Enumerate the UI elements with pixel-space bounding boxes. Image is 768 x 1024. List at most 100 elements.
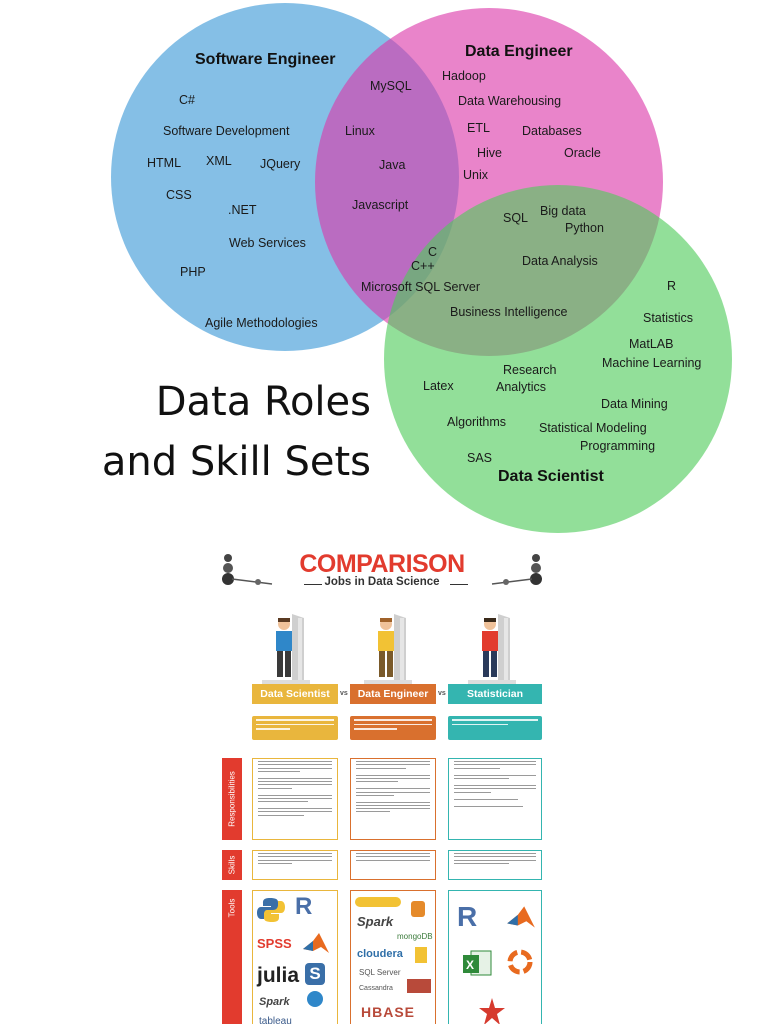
skill-label: C++ xyxy=(411,259,435,273)
data-scientist-person-icon xyxy=(262,614,310,684)
vs-label: vs xyxy=(340,690,348,697)
data-engineer-person-icon xyxy=(364,614,412,684)
skill-label: Hadoop xyxy=(442,69,486,83)
data-scientist-circle xyxy=(384,185,732,533)
blue-circle-logo-icon xyxy=(307,991,323,1007)
skill-label: SQL xyxy=(503,211,528,225)
r-logo: R xyxy=(295,893,313,920)
skill-label: Business Intelligence xyxy=(450,305,567,319)
skill-label: Data Analysis xyxy=(522,254,598,268)
skills-data-engineer xyxy=(350,850,436,880)
role-banner-data-scientist: Data Scientist xyxy=(252,684,338,704)
skill-label: Java xyxy=(379,158,405,172)
role-banner-statistician: Statistician xyxy=(448,684,542,704)
skill-label: Latex xyxy=(423,379,454,393)
skill-label: Statistical Modeling xyxy=(539,421,647,435)
r-logo: R xyxy=(457,901,478,932)
skill-label: Databases xyxy=(522,124,582,138)
julia-logo: julia xyxy=(257,964,300,987)
skills-statistician xyxy=(448,850,542,880)
s-logo-icon: S xyxy=(305,963,325,985)
page-title-line-2: and Skill Sets xyxy=(101,439,371,485)
tableau-logo: tableau xyxy=(259,1016,292,1024)
skill-label: Algorithms xyxy=(447,415,506,429)
skill-label: Python xyxy=(565,221,604,235)
spark-logo: Spark xyxy=(357,914,394,929)
skill-label: Research xyxy=(503,363,557,377)
data-engineer-title: Data Engineer xyxy=(465,43,573,60)
star-logo-icon xyxy=(479,998,505,1024)
skill-label: Data Mining xyxy=(601,397,668,411)
venn-diagram: Software Engineer Data Engineer Data Sci… xyxy=(111,3,732,533)
description-box xyxy=(350,716,436,740)
divider xyxy=(450,584,468,585)
responsibilities-statistician xyxy=(448,758,542,840)
tools-data-scientist: R SPSS julia S Spark tableau xyxy=(252,890,338,1024)
skills-data-scientist xyxy=(252,850,338,880)
skill-label: Agile Methodologies xyxy=(205,316,318,330)
skill-label: CSS xyxy=(166,188,192,202)
skill-label: PHP xyxy=(180,265,206,279)
python-logo-icon xyxy=(257,898,285,922)
skill-label: .NET xyxy=(228,203,257,217)
skill-label: Javascript xyxy=(352,198,409,212)
hbase-logo: HBASE xyxy=(361,1004,416,1020)
skill-label: Machine Learning xyxy=(602,356,701,370)
comparison-infographic: COMPARISON Jobs in Data Science xyxy=(212,546,552,1024)
skill-label: XML xyxy=(206,154,232,168)
description-box xyxy=(448,716,542,740)
skill-label: Statistics xyxy=(643,311,693,325)
skill-label: Microsoft SQL Server xyxy=(361,280,480,294)
skill-label: Analytics xyxy=(496,380,546,394)
skill-label: MatLAB xyxy=(629,337,673,351)
skill-label: SAS xyxy=(467,451,492,465)
skill-label: ETL xyxy=(467,121,490,135)
skill-label: Unix xyxy=(463,168,489,182)
dumbbell-right-icon xyxy=(491,554,542,585)
skill-label: Programming xyxy=(580,439,655,453)
role-banner-data-engineer: Data Engineer xyxy=(350,684,436,704)
skill-label: C xyxy=(428,245,437,259)
matlab-logo-icon xyxy=(303,933,329,953)
skill-label: JQuery xyxy=(260,157,301,171)
mongodb-logo: mongoDB xyxy=(397,932,433,941)
section-label-responsibilities: Responsibilities xyxy=(222,758,242,840)
skill-label: Web Services xyxy=(229,236,306,250)
cloudera-logo: cloudera xyxy=(357,948,403,960)
skill-label: Hive xyxy=(477,146,502,160)
orange-logo-icon xyxy=(411,901,425,917)
spark-logo: Spark xyxy=(259,996,290,1008)
svg-text:X: X xyxy=(466,958,474,972)
skill-label: HTML xyxy=(147,156,181,170)
skill-label: Big data xyxy=(540,204,586,218)
section-label-skills: Skills xyxy=(222,850,242,880)
skill-label: R xyxy=(667,279,676,293)
statistician-person-icon xyxy=(468,614,516,684)
html5-logo-icon xyxy=(415,947,427,963)
software-engineer-title: Software Engineer xyxy=(195,51,335,68)
sql-server-logo: SQL Server xyxy=(359,968,401,977)
responsibilities-data-engineer xyxy=(350,758,436,840)
matlab-logo-icon xyxy=(507,906,535,928)
skill-label: MySQL xyxy=(370,79,412,93)
page-title-line-1: Data Roles xyxy=(155,379,371,425)
cycle-logo-icon xyxy=(507,949,533,975)
skill-label: Software Development xyxy=(163,124,290,138)
tools-data-engineer: Spark mongoDB cloudera SQL Server Cassan… xyxy=(350,890,436,1024)
description-box xyxy=(252,716,338,740)
skill-label: Oracle xyxy=(564,146,601,160)
dumbbell-left-icon xyxy=(222,554,273,585)
cassandra-logo: Cassandra xyxy=(359,985,393,992)
infographic-title: COMPARISON xyxy=(299,550,465,578)
spss-logo: SPSS xyxy=(257,936,292,951)
excel-logo-icon: X xyxy=(463,950,492,976)
vs-label: vs xyxy=(438,690,446,697)
hadoop-logo-icon xyxy=(355,897,401,907)
data-scientist-title: Data Scientist xyxy=(498,468,604,485)
skill-label: C# xyxy=(179,93,195,107)
red-logo-icon xyxy=(407,979,431,993)
infographic-subtitle: Jobs in Data Science xyxy=(324,576,440,588)
responsibilities-data-scientist xyxy=(252,758,338,840)
section-label-tools: Tools xyxy=(222,890,242,1024)
skill-label: Linux xyxy=(345,124,376,138)
